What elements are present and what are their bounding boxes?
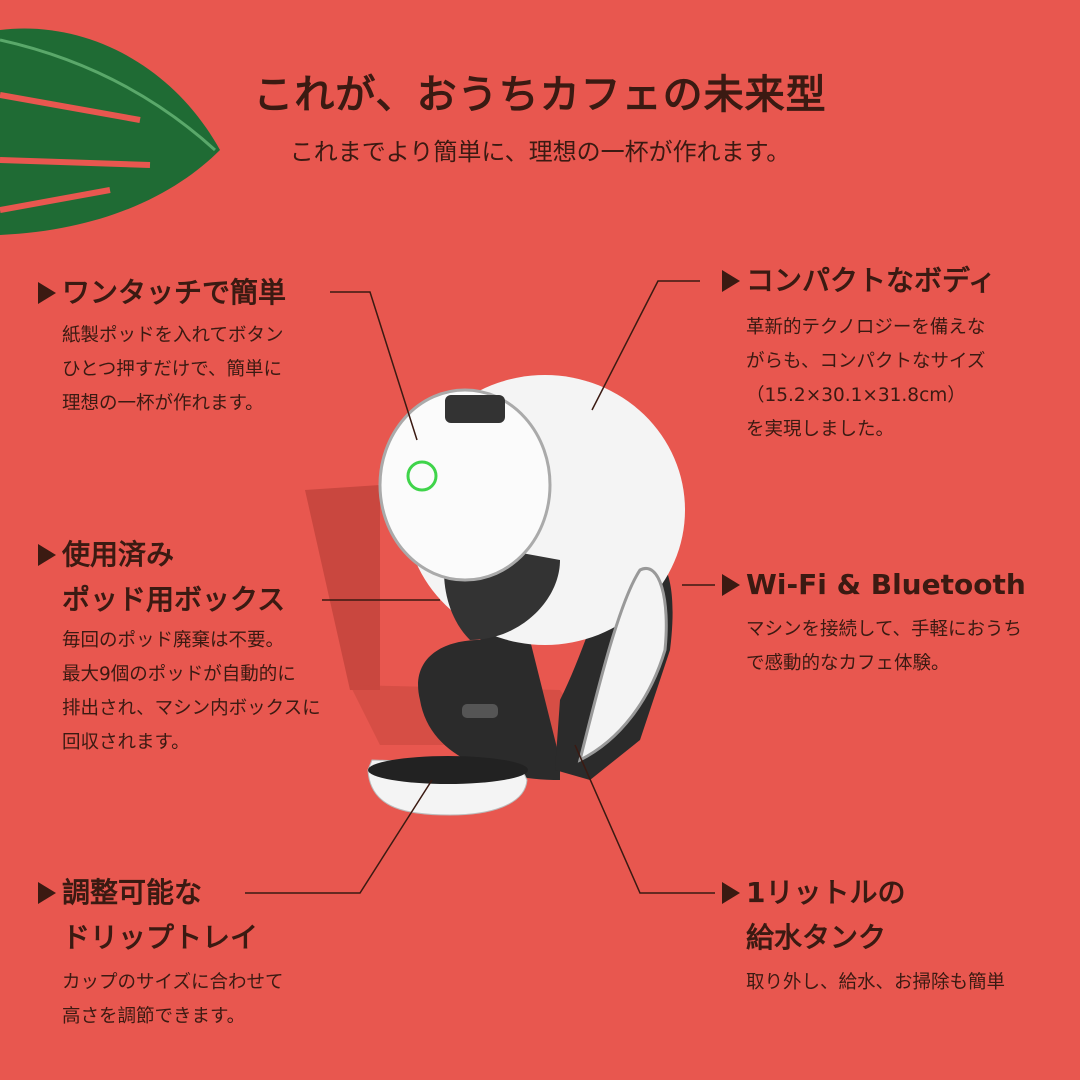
feature-compact-body: コンパクトなボディ 革新的テクノロジーを備えな がらも、コンパクトなサイズ （1… [722, 258, 996, 447]
feature-text: （15.2×30.1×31.8cm） [746, 385, 966, 406]
feature-text: 紙製ポッドを入れてボタン [62, 325, 284, 346]
feature-heading: ワンタッチで簡単 [62, 276, 287, 309]
feature-heading: ポッド用ボックス [62, 583, 286, 616]
triangle-bullet-icon [38, 544, 56, 566]
feature-text: 高さを調節できます。 [62, 1006, 246, 1027]
page-subtitle: これまでより簡単に、理想の一杯が作れます。 [289, 138, 791, 166]
feature-pod-box: 使用済み ポッド用ボックス 毎回のポッド廃棄は不要。 最大9個のポッドが自動的に… [38, 532, 321, 760]
connector-lines [245, 280, 715, 894]
feature-text: を実現しました。 [746, 419, 895, 440]
led-ring-button [406, 460, 438, 492]
page-title: これが、おうちカフェの未来型 [253, 72, 827, 118]
feature-text: 排出され、マシン内ボックスに [62, 698, 321, 719]
feature-text: 回収されます。 [62, 732, 190, 753]
feature-text: 革新的テクノロジーを備えな [746, 317, 986, 338]
feature-heading: ドリップトレイ [62, 921, 259, 954]
monstera-leaf-decoration [0, 28, 220, 235]
feature-text: 毎回のポッド廃棄は不要。 [62, 630, 285, 651]
feature-text: がらも、コンパクトなサイズ [746, 351, 986, 372]
feature-one-touch: ワンタッチで簡単 紙製ポッドを入れてボタン ひとつ押すだけで、簡単に 理想の一杯… [38, 270, 286, 421]
feature-connectivity: Wi-Fi & Bluetooth マシンを接続して、手軽におうち で感動的なカ… [722, 562, 1026, 681]
coffee-machine-image [367, 375, 685, 816]
feature-text: 取り外し、給水、お掃除も簡単 [746, 972, 1006, 993]
drip-tray [368, 756, 528, 784]
feature-text: で感動的なカフェ体験。 [746, 653, 950, 674]
feature-text: 最大9個のポッドが自動的に [62, 664, 296, 685]
triangle-bullet-icon [722, 574, 740, 596]
feature-heading: Wi-Fi & Bluetooth [746, 568, 1026, 601]
feature-water-tank: 1リットルの 給水タンク 取り外し、給水、お掃除も簡単 [722, 870, 1005, 1000]
feature-text: 理想の一杯が作れます。 [62, 393, 264, 414]
feature-text: カップのサイズに合わせて [62, 972, 284, 993]
triangle-bullet-icon [722, 270, 740, 292]
triangle-bullet-icon [38, 882, 56, 904]
feature-heading: コンパクトなボディ [746, 264, 997, 297]
triangle-bullet-icon [722, 882, 740, 904]
feature-drip-tray: 調整可能な ドリップトレイ カップのサイズに合わせて 高さを調節できます。 [38, 870, 283, 1034]
feature-text: ひとつ押すだけで、簡単に [62, 359, 282, 380]
feature-heading: 給水タンク [746, 921, 887, 954]
triangle-bullet-icon [38, 282, 56, 304]
feature-heading: 調整可能な [62, 876, 203, 909]
feature-heading: 1リットルの [746, 876, 906, 909]
machine-shadow [305, 485, 380, 690]
feature-heading: 使用済み [62, 538, 175, 571]
feature-text: マシンを接続して、手軽におうち [746, 619, 1023, 640]
